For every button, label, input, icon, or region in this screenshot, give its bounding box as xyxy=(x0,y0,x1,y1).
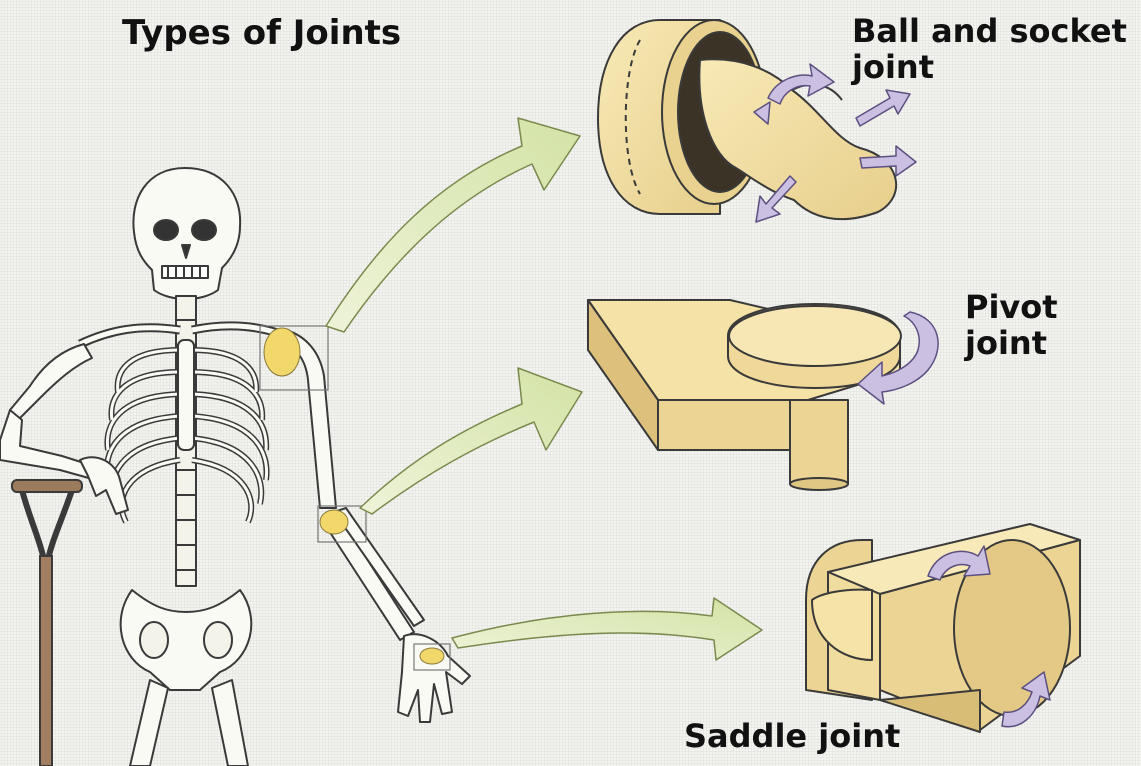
pivot-label: Pivot joint xyxy=(965,290,1058,362)
diagram-title: Types of Joints xyxy=(122,14,401,52)
pivot-joint xyxy=(588,300,901,490)
shovel xyxy=(12,480,82,766)
saddle-label-line1: Saddle joint xyxy=(684,719,900,755)
ball-socket-label: Ball and socket joint xyxy=(852,14,1127,86)
femur-right xyxy=(212,680,248,766)
humerus-left xyxy=(10,344,92,420)
ball-socket-label-line1: Ball and socket xyxy=(852,14,1127,50)
saddle-label: Saddle joint xyxy=(684,719,900,755)
femur-left xyxy=(130,680,168,766)
ball-socket-label-line2: joint xyxy=(852,50,1127,86)
skull xyxy=(133,168,240,299)
arrow-to-pivot xyxy=(360,368,582,514)
sternum xyxy=(178,340,194,450)
arrow-to-ball-socket xyxy=(326,118,580,332)
pivot-label-line1: Pivot xyxy=(965,290,1058,326)
arrow-to-saddle xyxy=(452,598,762,660)
pivot-label-line2: joint xyxy=(965,326,1058,362)
